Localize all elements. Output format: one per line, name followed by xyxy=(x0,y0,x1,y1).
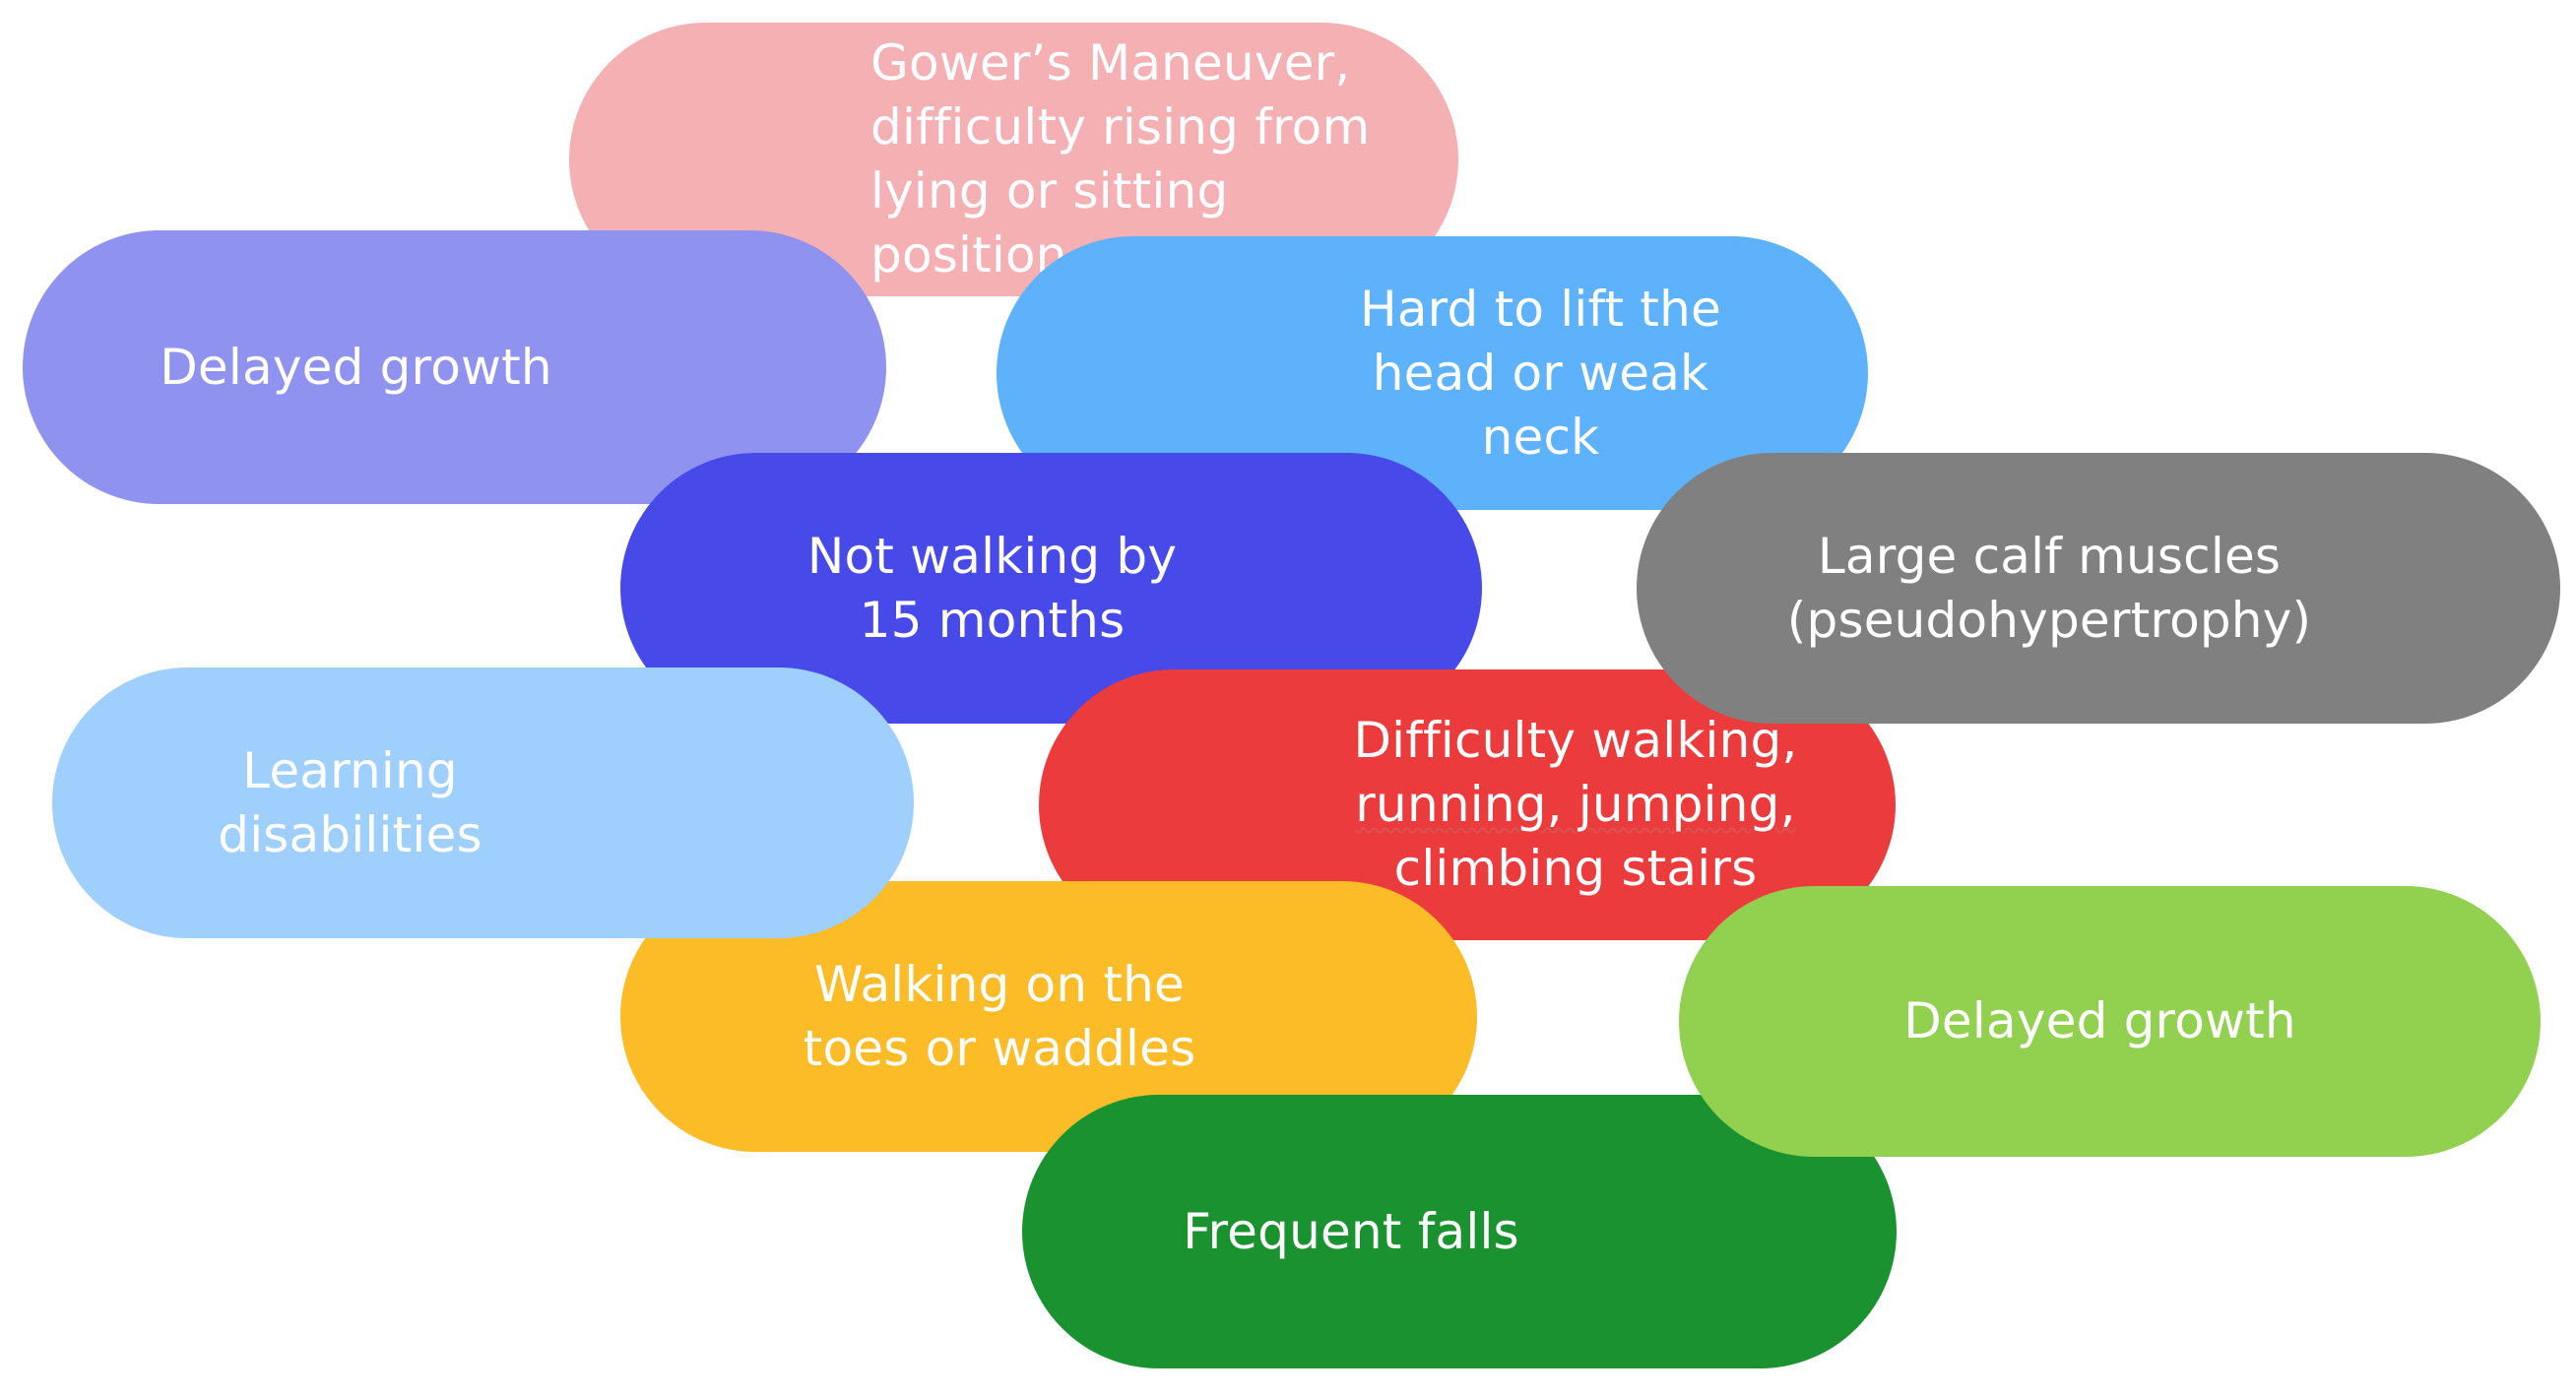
pill-line: 15 months xyxy=(859,591,1126,649)
pill-line: running, jumping, xyxy=(1355,776,1796,833)
pill-hard-lift-text: Hard to lift the head or weak neck xyxy=(1360,278,1721,470)
pill-line: toes or waddles xyxy=(803,1019,1196,1077)
pill-delayed-1-text: Delayed growth xyxy=(160,336,552,400)
pill-line: position xyxy=(870,226,1067,284)
pill-delayed-2-text: Delayed growth xyxy=(1903,989,2296,1053)
pill-line: Large calf muscles xyxy=(1817,527,2282,585)
pill-learning-text: Learning disabilities xyxy=(218,739,482,867)
pill-line: Delayed growth xyxy=(1903,992,2296,1049)
pill-frequent-text: Frequent falls xyxy=(1183,1200,1519,1264)
pill-gowers-text: Gower’s Maneuver, difficulty rising from… xyxy=(870,32,1370,287)
pill-delayed-growth-2: Delayed growth xyxy=(1679,886,2541,1157)
pill-line: Difficulty walking, xyxy=(1353,712,1798,769)
pill-line: Hard to lift the xyxy=(1360,280,1721,338)
pill-line: Frequent falls xyxy=(1183,1202,1519,1260)
pill-learning-disabilities: Learning disabilities xyxy=(52,667,914,938)
pill-line: difficulty rising from xyxy=(870,98,1371,156)
pill-line: Learning xyxy=(242,741,458,799)
pill-delayed-growth-1: Delayed growth xyxy=(23,230,886,504)
pill-large-calf-muscles: Large calf muscles (pseudohypertrophy) xyxy=(1637,453,2560,724)
pill-line: neck xyxy=(1481,408,1600,466)
pill-line: climbing stairs xyxy=(1393,840,1758,897)
pill-line: head or weak xyxy=(1372,344,1709,402)
pill-line: Gower’s Maneuver, xyxy=(870,34,1351,92)
pill-difficulty-text: Difficulty walking, running, jumping, cl… xyxy=(1353,709,1797,901)
pill-line: disabilities xyxy=(218,805,483,863)
pill-not-walking-text: Not walking by 15 months xyxy=(807,525,1177,653)
pill-line: lying or sitting xyxy=(870,162,1229,220)
pill-walking-toes-text: Walking on the toes or waddles xyxy=(804,953,1196,1081)
pill-line: Not walking by xyxy=(806,527,1178,585)
pill-line: Delayed growth xyxy=(160,338,552,396)
pill-large-calf-text: Large calf muscles (pseudohypertrophy) xyxy=(1787,525,2311,653)
pill-line: (pseudohypertrophy) xyxy=(1786,591,2312,649)
pill-line: Walking on the xyxy=(814,955,1185,1013)
